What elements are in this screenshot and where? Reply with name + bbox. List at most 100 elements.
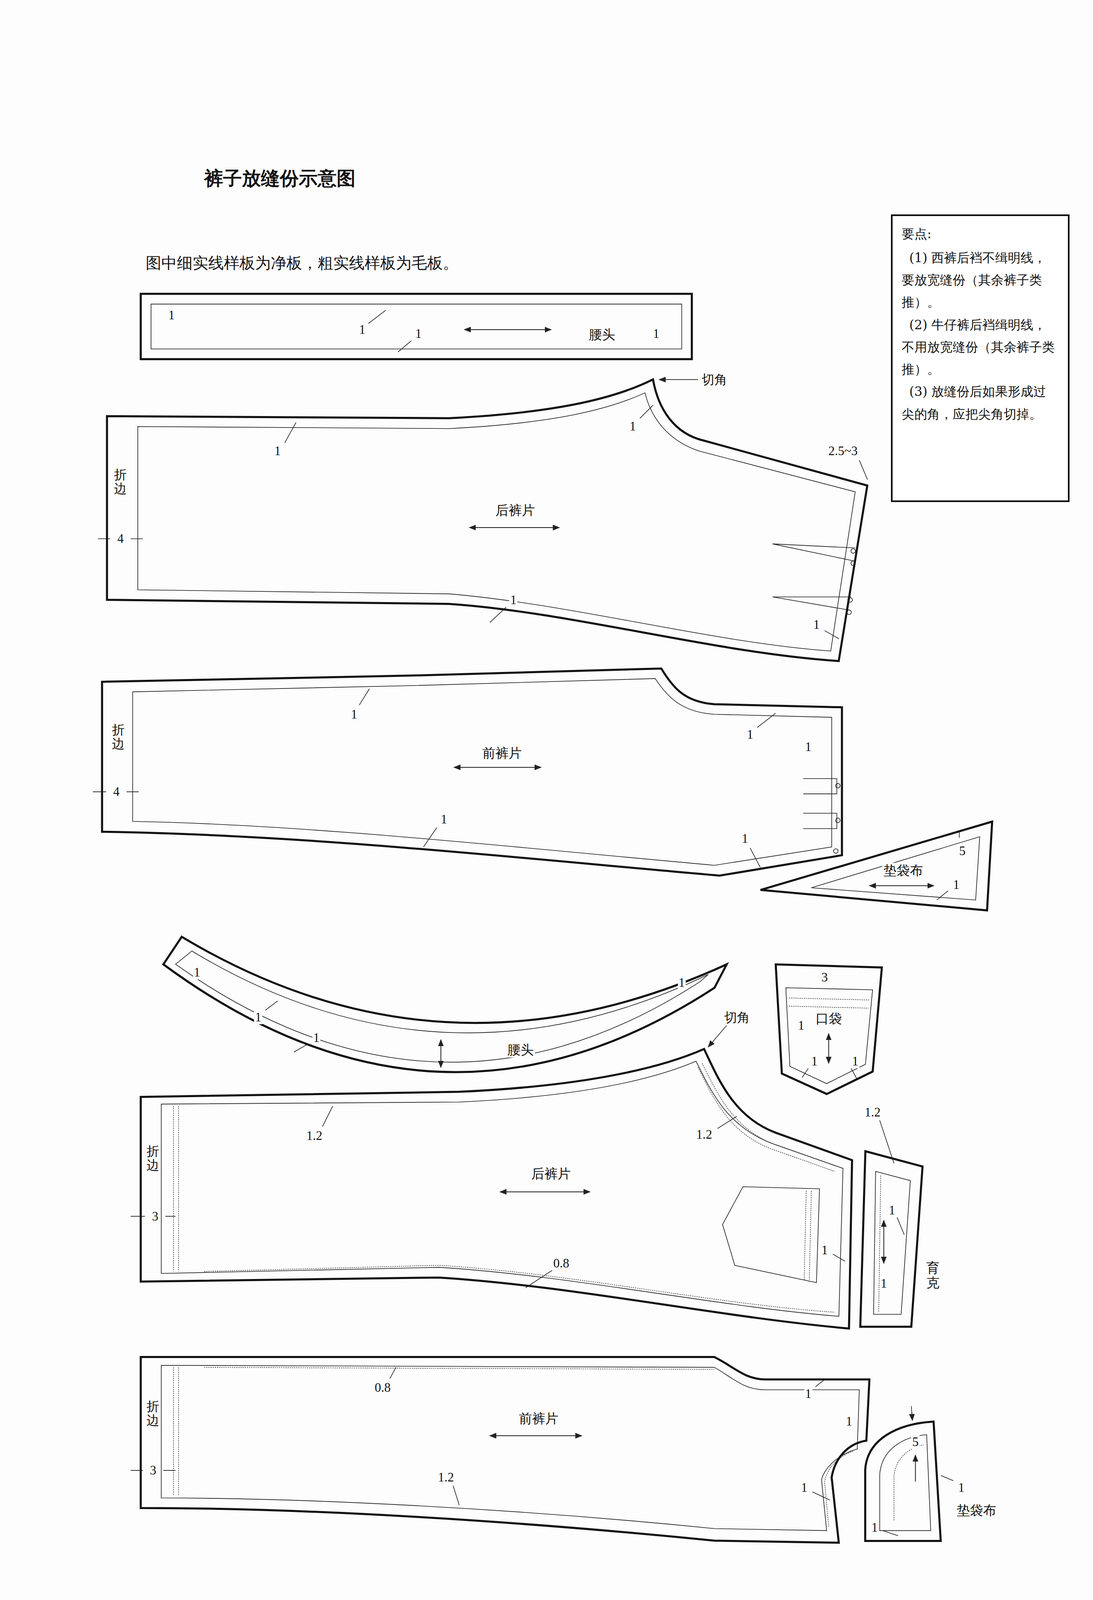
part-label: 折边 xyxy=(145,1399,161,1428)
pattern-stroke xyxy=(173,1367,174,1496)
seam-allowance: 3 xyxy=(151,1209,160,1224)
seam-allowance: 1 xyxy=(509,593,518,607)
piece-name: 育克 xyxy=(925,1260,941,1290)
seam-allowance: 1 xyxy=(746,727,755,742)
pattern-stroke xyxy=(397,340,412,352)
seam-allowance: 1 xyxy=(414,326,423,341)
seam-allowance: 1 xyxy=(652,326,661,341)
pattern-stroke xyxy=(786,987,873,1084)
pattern-stroke xyxy=(453,1485,460,1505)
pattern-stroke xyxy=(284,422,296,444)
pattern-stroke xyxy=(824,1451,854,1527)
piece-outline xyxy=(140,1355,871,1544)
piece-outline xyxy=(106,377,869,663)
pattern-piece: 前裤片 xyxy=(140,1355,871,1544)
pattern-stroke xyxy=(204,1367,715,1370)
pattern-stroke xyxy=(883,1220,885,1264)
pattern-stroke xyxy=(175,951,709,1063)
pattern-piece: 垫袋布 xyxy=(760,820,994,913)
pattern-piece: 后裤片 xyxy=(140,1046,854,1330)
seam-allowance: 1 xyxy=(812,617,821,632)
seam-allowance: 1 xyxy=(888,1203,897,1218)
cut-line xyxy=(860,1151,923,1327)
seam-allowance: 1 xyxy=(879,1276,889,1291)
piece-outline xyxy=(102,667,843,877)
pattern-stroke xyxy=(772,597,852,611)
pattern-stroke xyxy=(911,1406,913,1421)
seam-allowance: 0.8 xyxy=(374,1380,392,1395)
seam-allowance: 1 xyxy=(312,1030,321,1045)
seam-allowance: 5 xyxy=(911,1434,920,1449)
pattern-stroke xyxy=(811,836,980,900)
part-label: 切角 xyxy=(700,372,728,387)
pattern-stroke xyxy=(772,544,856,562)
seam-allowance: 1 xyxy=(628,419,638,434)
pattern-stroke xyxy=(702,1063,837,1167)
pattern-stroke xyxy=(893,1444,924,1521)
seam-allowance: 1 xyxy=(350,707,359,722)
pattern-stroke xyxy=(717,1116,737,1129)
pattern-piece: 腰头 xyxy=(161,933,729,1073)
pattern-stroke xyxy=(489,1435,582,1437)
piece-name: 后裤片 xyxy=(530,1165,573,1182)
seam-allowance: 4 xyxy=(116,531,125,546)
pattern-stroke xyxy=(697,1067,835,1172)
pattern-stroke xyxy=(897,1217,905,1235)
seam-allowance: 1 xyxy=(358,322,367,337)
note-item: (3) 放缝份后如果形成过尖的角，应把尖角切掉。 xyxy=(901,380,1059,426)
seam-allowance: 1 xyxy=(952,877,961,892)
pattern-stroke xyxy=(803,813,838,829)
pattern-stroke xyxy=(914,1455,916,1482)
pattern-stroke xyxy=(878,1175,881,1312)
part-label: 折边 xyxy=(113,467,128,496)
pattern-stroke xyxy=(178,1106,179,1272)
pattern-stroke xyxy=(804,1190,807,1281)
note-box: 要点:(1) 西裤后裆不缉明线，要放宽缝份（其余裤子类推）。(2) 牛仔裤后裆缉… xyxy=(890,214,1070,503)
part-label: 折边 xyxy=(145,1144,161,1173)
seam-allowance: 1 xyxy=(845,1414,854,1429)
pattern-stroke xyxy=(815,1379,825,1387)
seam-allowance: 1.2 xyxy=(695,1127,714,1142)
seam-allowance: 3 xyxy=(820,970,829,985)
pattern-stroke xyxy=(809,1190,812,1282)
cut-line xyxy=(102,668,842,876)
pattern-stroke xyxy=(204,1265,835,1313)
seam-allowance: 1 xyxy=(804,1386,813,1401)
seam-allowance: 1 xyxy=(741,831,750,846)
pattern-stroke xyxy=(389,1367,396,1379)
pattern-stroke xyxy=(788,1006,869,1009)
piece-name: 后裤片 xyxy=(494,502,537,518)
cut-line xyxy=(760,821,993,911)
part-label: 折边 xyxy=(111,722,126,751)
note-item: (1) 西裤后裆不缉明线，要放宽缝份（其余裤子类推）。 xyxy=(901,246,1059,314)
pattern-stroke xyxy=(859,460,868,480)
pattern-stroke xyxy=(833,848,839,854)
seam-allowance: 1 xyxy=(273,444,282,459)
seam-allowance: 1 xyxy=(957,1480,966,1495)
pattern-stroke xyxy=(757,713,776,728)
pattern-piece: 育克 xyxy=(859,1150,924,1328)
pattern-stroke xyxy=(359,688,370,706)
pattern-stroke xyxy=(835,783,841,789)
piece-outline xyxy=(161,933,729,1073)
pattern-stroke xyxy=(879,1434,931,1531)
seam-allowance: 1 xyxy=(820,1242,829,1257)
pattern-stroke xyxy=(469,527,560,528)
pattern-stroke xyxy=(937,890,949,900)
pattern-stroke xyxy=(423,827,437,847)
pattern-stroke xyxy=(151,304,682,349)
pattern-stroke xyxy=(178,1367,179,1496)
note-text: 图中细实线样板为净板，粗实线样板为毛板。 xyxy=(144,254,460,273)
cut-line xyxy=(163,936,727,1073)
cut-line xyxy=(140,293,692,360)
cut-line xyxy=(140,1357,870,1543)
pattern-stroke xyxy=(873,1171,911,1315)
seam-allowance: 1 xyxy=(851,1054,860,1069)
seam-allowance: 1 xyxy=(797,1018,806,1033)
cut-line xyxy=(865,1421,942,1541)
pattern-stroke xyxy=(454,767,542,768)
note-item: (2) 牛仔裤后裆缉明线，不用放宽缝份（其余裤子类推）。 xyxy=(901,313,1059,381)
pattern-stroke xyxy=(368,310,386,324)
note-heading: 要点: xyxy=(901,222,1059,245)
